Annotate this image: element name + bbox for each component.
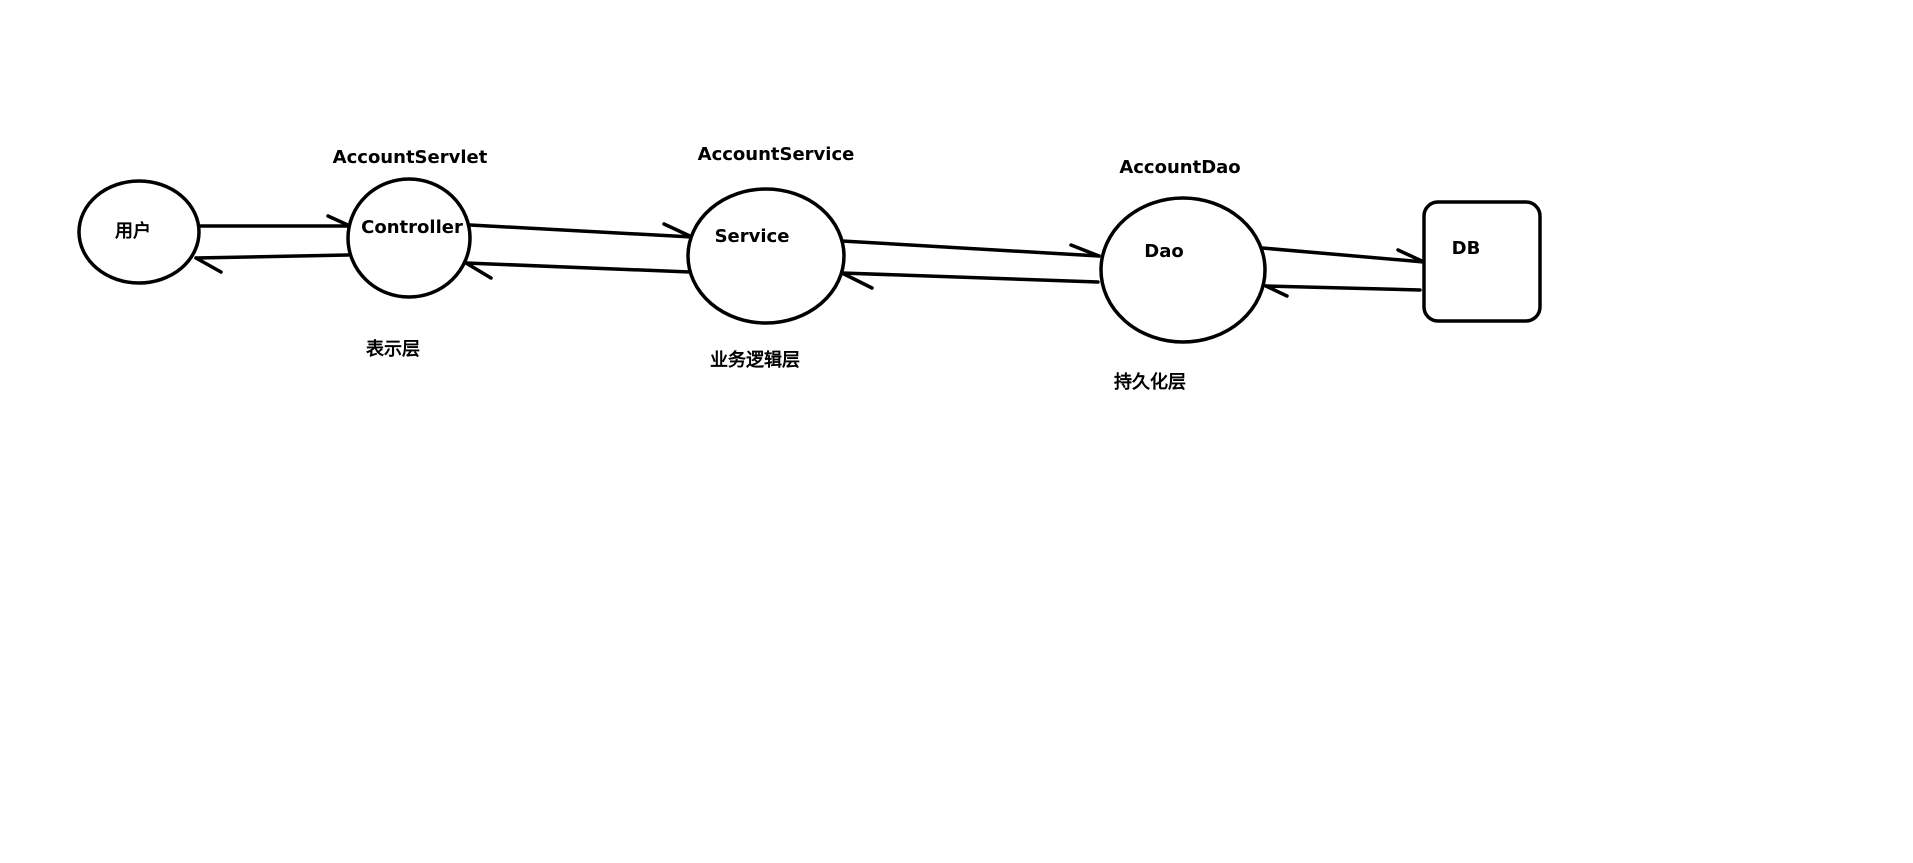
edge-user-to-controller [196,214,352,228]
node-service: Service AccountService [686,144,855,325]
edge-dao-to-db [1260,246,1426,264]
user-ellipse [77,179,201,285]
layer-label-business: 业务逻辑层 [710,349,800,371]
layer-label-persistence: 持久化层 [1114,371,1186,393]
edge-db-to-dao [1264,284,1422,298]
dao-ellipse [1099,196,1267,344]
node-dao: Dao AccountDao [1099,157,1267,344]
node-dao-title: AccountDao [1119,157,1240,178]
node-user: 用户 [77,179,201,285]
edge-service-to-controller [464,261,692,280]
node-service-label: Service [715,226,790,247]
node-db: DB [1422,200,1542,323]
edge-controller-to-service [468,222,694,239]
service-ellipse [686,187,846,325]
node-db-label: DB [1452,238,1481,259]
edge-dao-to-service [840,271,1100,290]
node-dao-label: Dao [1144,241,1183,262]
db-box [1422,200,1542,323]
node-controller-label: Controller [361,217,463,238]
controller-ellipse [346,177,472,299]
node-controller-title: AccountServlet [333,147,488,168]
node-controller: Controller AccountServlet [333,147,488,299]
node-service-title: AccountService [698,144,855,165]
edge-service-to-dao [840,239,1101,258]
edge-controller-to-user [194,253,350,274]
layer-label-presentation: 表示层 [366,338,420,360]
node-user-label: 用户 [115,220,151,242]
